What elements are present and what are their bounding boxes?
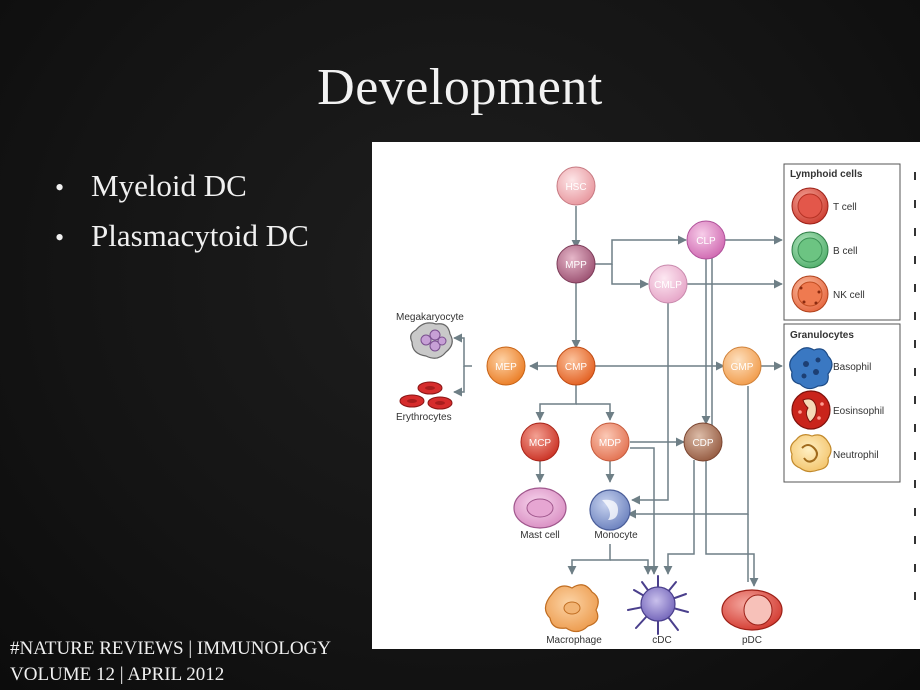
- t-cell: [791, 187, 829, 225]
- granulocytes-box-title: Granulocytes: [790, 330, 854, 341]
- megakaryocyte-label: Megakaryocyte: [396, 312, 464, 323]
- cmp-node: CMP: [556, 346, 596, 386]
- bullet-text: Myeloid DC: [91, 168, 247, 203]
- gmp-node: GMP: [722, 346, 762, 386]
- progenitor-nodes: HSC MPP CLP CMLP CMP MEP GMP MCP: [486, 166, 762, 462]
- nk-cell: [791, 275, 829, 313]
- truncated-text-edge: [914, 172, 916, 600]
- macrophage-cell: [544, 584, 599, 633]
- t-cell-label: T cell: [833, 202, 857, 213]
- bullet-list: • Myeloid DC • Plasmacytoid DC: [55, 168, 309, 268]
- cmlp-label: CMLP: [654, 280, 682, 291]
- bullet-dot: •: [55, 173, 65, 202]
- connector-arrows: [453, 206, 783, 587]
- mpp-node: MPP: [556, 244, 596, 284]
- pdc-cell: [721, 589, 783, 631]
- nk-cell-label: NK cell: [833, 290, 865, 301]
- mdp-node: MDP: [590, 422, 630, 462]
- clp-label: CLP: [696, 236, 716, 247]
- basophil-label: Basophil: [833, 362, 871, 373]
- b-cell-label: B cell: [833, 246, 857, 257]
- b-cell: [791, 231, 829, 269]
- basophil-cell: [789, 347, 833, 390]
- macrophage-label: Macrophage: [546, 635, 602, 646]
- cdp-node: CDP: [683, 422, 723, 462]
- mdp-label: MDP: [599, 438, 622, 449]
- citation: #NATURE REVIEWS | IMMUNOLOGY VOLUME 12 |…: [10, 636, 331, 688]
- bullet-item: • Myeloid DC: [55, 168, 309, 204]
- development-diagram: HSC MPP CLP CMLP CMP MEP GMP MCP: [372, 142, 920, 649]
- mast-cell: [513, 487, 567, 529]
- cmlp-node: CMLP: [648, 264, 688, 304]
- pdc-label: pDC: [742, 635, 762, 646]
- mep-label: MEP: [495, 362, 517, 373]
- mep-node: MEP: [486, 346, 526, 386]
- monocyte-label: Monocyte: [594, 530, 638, 541]
- cmp-label: CMP: [565, 362, 588, 373]
- neutrophil-label: Neutrophil: [833, 450, 879, 461]
- eosinophil-cell: [791, 390, 831, 430]
- monocyte-cell: [589, 489, 631, 531]
- gmp-label: GMP: [731, 362, 754, 373]
- cdp-label: CDP: [692, 438, 713, 449]
- mpp-label: MPP: [565, 260, 587, 271]
- mast-cell-label: Mast cell: [520, 530, 559, 541]
- clp-node: CLP: [686, 220, 726, 260]
- lymphoid-box-title: Lymphoid cells: [790, 169, 863, 180]
- erythrocytes-label: Erythrocytes: [396, 412, 452, 423]
- mcp-node: MCP: [520, 422, 560, 462]
- lymphoid-cells-box: Lymphoid cells T cell B cell NK cell: [783, 163, 901, 321]
- slide-title: Development: [317, 59, 603, 116]
- citation-volume: VOLUME 12 | APRIL 2012: [10, 664, 225, 685]
- bullet-dot: •: [55, 223, 65, 252]
- mcp-label: MCP: [529, 438, 552, 449]
- erythrocytes-cells: [399, 381, 453, 410]
- eosinophil-label: Eosinsophil: [833, 406, 884, 417]
- bullet-text: Plasmacytoid DC: [91, 218, 309, 253]
- bullet-item: • Plasmacytoid DC: [55, 218, 309, 254]
- citation-journal: #NATURE REVIEWS | IMMUNOLOGY: [10, 638, 331, 659]
- hsc-label: HSC: [565, 182, 586, 193]
- granulocytes-box: Granulocytes Basophil Eosinsophil Neutro…: [783, 323, 901, 483]
- hsc-node: HSC: [556, 166, 596, 206]
- cdc-label: cDC: [652, 635, 671, 646]
- cdc-cell: [627, 575, 689, 635]
- neutrophil-cell: [790, 434, 832, 473]
- megakaryocyte-cell: [410, 322, 453, 359]
